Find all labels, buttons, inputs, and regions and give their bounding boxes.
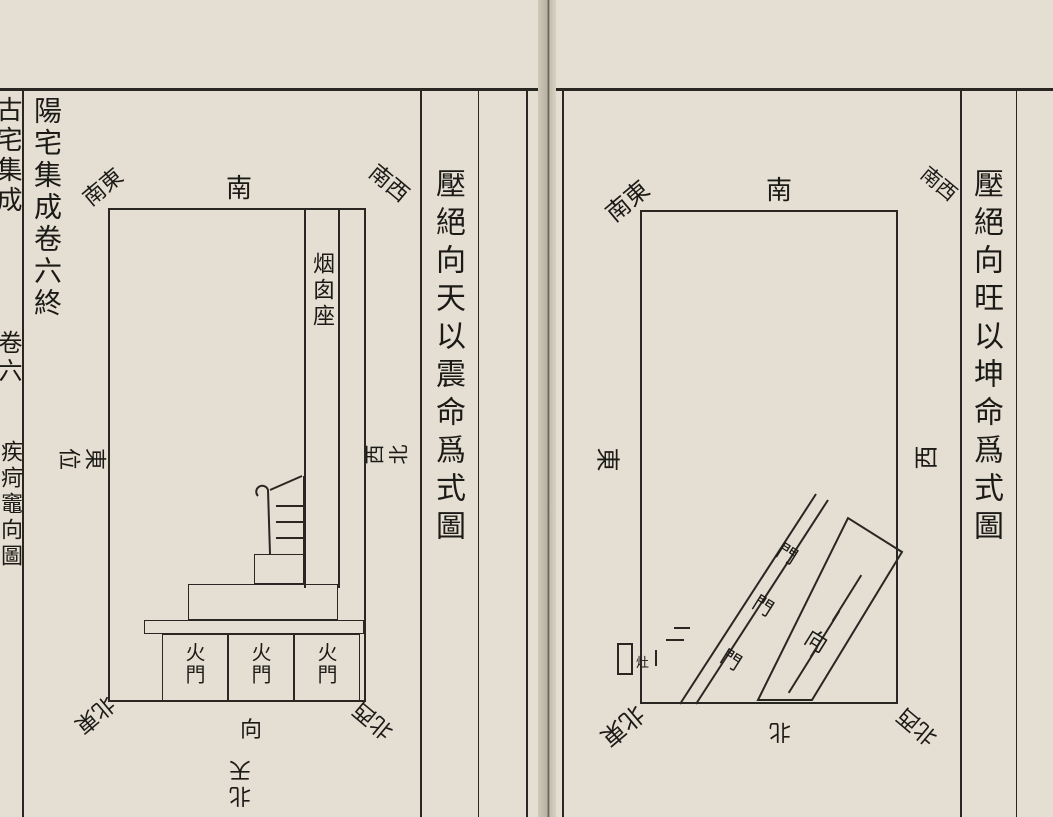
book-gutter [538, 0, 558, 817]
left-page: 古宅集成 卷六 疾疴竈向圖 陽宅集成卷六終 壓絕向天以震命爲式圖 南 南東 南西… [0, 88, 540, 817]
edge-fragment-caption: 疾疴竈向圖 [0, 440, 22, 570]
fire-door-cell [294, 634, 360, 702]
chimney-column-line [338, 208, 340, 588]
diagram-title: 壓絕向旺以坤命爲式圖 [968, 168, 1003, 548]
chimney-column-line [304, 208, 306, 588]
fire-door-label: 火門 [314, 642, 338, 686]
stove-chimney-sketch [255, 475, 305, 555]
direction-northwest: 北西 [348, 696, 399, 744]
direction-northwest: 北西 [892, 702, 943, 750]
fire-door-cell [162, 634, 228, 702]
direction-north-tian: 北天 [230, 756, 255, 808]
frame-line [1016, 90, 1017, 817]
diagram-title: 壓絕向天以震命爲式圖 [430, 168, 465, 548]
edge-fragment-title: 古宅集成 [0, 96, 22, 216]
frame-line [420, 90, 422, 817]
stove-step [188, 584, 338, 620]
fire-door-cell [228, 634, 294, 702]
direction-southwest: 南西 [916, 161, 963, 206]
chimney-label: 烟囱座 [309, 252, 334, 330]
frame-line [526, 88, 528, 817]
diagonal-stove [617, 493, 904, 705]
frame-line [22, 88, 24, 817]
direction-east: 東 [593, 447, 622, 472]
direction-south: 南 [226, 174, 253, 204]
right-page: 壓絕向旺以坤命爲式圖 南 南東 南西 東 西 北東 北 北西 灶 門 門 門 向 [556, 0, 1053, 817]
direction-facing: 向 [240, 718, 263, 743]
stove-step [254, 554, 304, 584]
direction-west: 西 [912, 445, 941, 470]
frame-line [562, 88, 564, 817]
top-border [0, 88, 540, 91]
direction-southeast: 南東 [78, 164, 129, 212]
direction-south: 南 [766, 176, 793, 206]
top-border [556, 88, 1053, 91]
frame-line [960, 90, 962, 817]
fire-door-label: 火門 [182, 642, 206, 686]
house-plan-outline [640, 210, 898, 704]
direction-southwest: 南西 [363, 160, 414, 208]
fire-door-label: 火門 [248, 642, 272, 686]
frame-line [478, 90, 479, 817]
edge-fragment-volume: 卷六 [0, 330, 22, 386]
direction-west-corner: 西北 [364, 444, 412, 468]
volume-end-text: 陽宅集成卷六終 [30, 96, 63, 320]
stove-small-label: 灶 [636, 656, 650, 671]
direction-northeast: 北東 [595, 699, 650, 752]
direction-north: 北 [770, 718, 795, 744]
stove-step [144, 620, 364, 634]
direction-east-position: 東位 [55, 444, 107, 469]
